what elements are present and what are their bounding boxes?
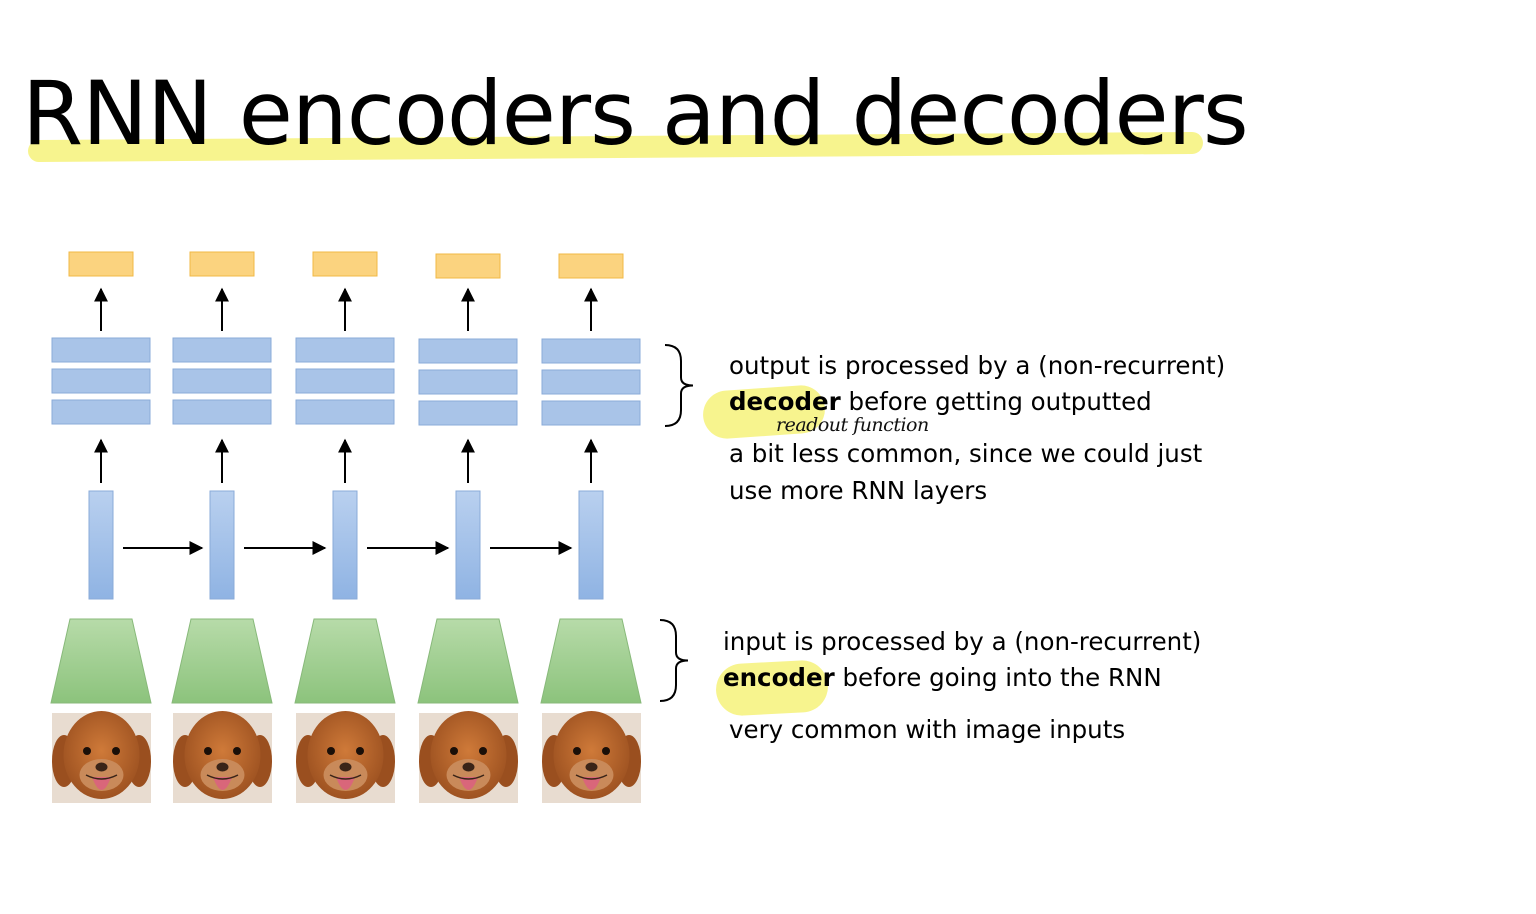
rnn-cell xyxy=(455,490,481,600)
decoder-note-line-3: a bit less common, since we could just xyxy=(729,439,1203,468)
output-box xyxy=(312,251,378,277)
decoder-layer xyxy=(418,400,518,426)
encoder-keyword: encoder xyxy=(723,663,835,692)
decoder-layer xyxy=(51,368,151,394)
decoder-layer xyxy=(172,337,272,363)
encoder-note-line-3: very common with image inputs xyxy=(729,715,1126,744)
encoder-note-line-2: encoder before going into the RNN xyxy=(723,660,1162,696)
encoder-brace-icon xyxy=(659,619,689,702)
dog-photo-icon xyxy=(419,711,518,803)
decoder-note-line-4: use more RNN layers xyxy=(729,476,988,505)
encoder-block xyxy=(50,618,152,704)
encoder-block xyxy=(171,618,273,704)
decoder-note-line-1: output is processed by a (non-recurrent) xyxy=(729,351,1226,380)
slide-title: RNN encoders and decoders xyxy=(22,62,1249,165)
decoder-layer xyxy=(541,338,641,364)
output-box xyxy=(558,253,624,279)
decoder-brace-icon xyxy=(664,344,694,427)
column-4 xyxy=(417,253,573,803)
decoder-note-line-2: decoder before getting outputted xyxy=(729,384,1152,420)
encoder-note-line-2-rest: before going into the RNN xyxy=(834,663,1162,692)
column-5 xyxy=(540,253,642,803)
column-1 xyxy=(50,251,204,803)
decoder-layer xyxy=(172,368,272,394)
column-2 xyxy=(171,251,327,803)
encoder-block xyxy=(540,618,642,704)
dog-photo-icon xyxy=(296,711,395,803)
output-box xyxy=(435,253,501,279)
decoder-layer xyxy=(541,400,641,426)
decoder-note-line-2-rest: before getting outputted xyxy=(840,387,1152,416)
dog-photo-icon xyxy=(173,711,272,803)
encoder-block xyxy=(417,618,519,704)
rnn-cell xyxy=(88,490,114,600)
decoder-layer xyxy=(418,338,518,364)
dog-photo-icon xyxy=(542,711,641,803)
column-3 xyxy=(294,251,450,803)
decoder-keyword: decoder xyxy=(729,387,841,416)
encoder-block xyxy=(294,618,396,704)
decoder-layer xyxy=(418,369,518,395)
rnn-cell xyxy=(209,490,235,600)
rnn-cell xyxy=(578,490,604,600)
decoder-layer xyxy=(541,369,641,395)
encoder-note-line-1: input is processed by a (non-recurrent) xyxy=(723,627,1202,656)
decoder-layer xyxy=(295,399,395,425)
decoder-layer xyxy=(295,368,395,394)
decoder-layer xyxy=(172,399,272,425)
dog-photo-icon xyxy=(52,711,151,803)
decoder-layer xyxy=(51,337,151,363)
rnn-cell xyxy=(332,490,358,600)
decoder-layer xyxy=(51,399,151,425)
decoder-layer xyxy=(295,337,395,363)
output-box xyxy=(189,251,255,277)
readout-function-handwriting: readout function xyxy=(776,414,929,436)
output-box xyxy=(68,251,134,277)
